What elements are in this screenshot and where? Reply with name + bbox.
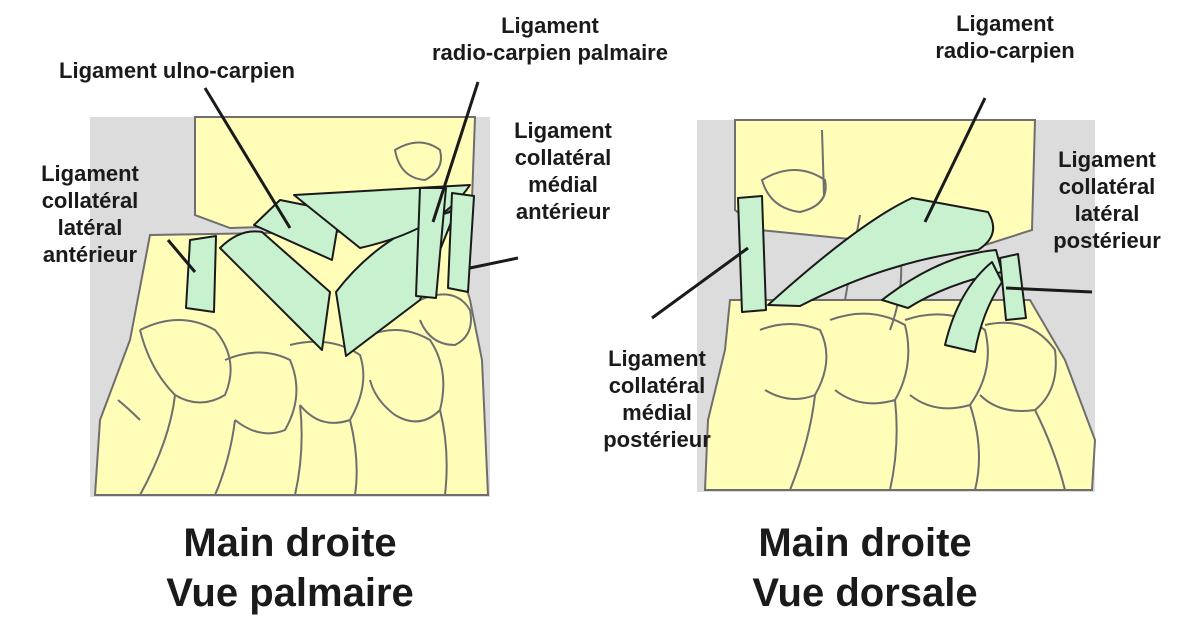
label-cmp-line1: Ligament [572,345,742,372]
label-radio-carpien-palmaire-line1: Ligament [380,12,720,39]
label-cla-line2: collatéral [10,187,170,214]
label-ulno-carpien-line: Ligament ulno-carpien [12,57,342,84]
label-radio-carpien: Ligament radio-carpien [905,10,1105,64]
caption-dorsal-line1: Main droite [685,518,1045,568]
label-collateral-medial-anterieur: Ligament collatéral médial antérieur [478,117,648,225]
label-collateral-lateral-posterieur: Ligament collatéral latéral postérieur [1025,146,1189,254]
palmar-wrist-illustration [90,82,518,497]
label-clp-line4: postérieur [1025,227,1189,254]
label-cla-line4: antérieur [10,241,170,268]
label-cmp-line4: postérieur [572,426,742,453]
ligament-collateral-lateral-anterieur-shape [186,236,216,312]
label-cla-line1: Ligament [10,160,170,187]
label-cma-line4: antérieur [478,198,648,225]
caption-palmar: Main droite Vue palmaire [110,518,470,618]
label-ulno-carpien: Ligament ulno-carpien [12,57,342,84]
label-cma-line3: médial [478,171,648,198]
label-radio-carpien-line1: Ligament [905,10,1105,37]
caption-palmar-line1: Main droite [110,518,470,568]
label-cma-line1: Ligament [478,117,648,144]
label-cmp-line2: collatéral [572,372,742,399]
label-collateral-lateral-anterieur: Ligament collatéral latéral antérieur [10,160,170,268]
caption-dorsal: Main droite Vue dorsale [685,518,1045,618]
label-cma-line2: collatéral [478,144,648,171]
label-cmp-line3: médial [572,399,742,426]
label-radio-carpien-line2: radio-carpien [905,37,1105,64]
label-clp-line3: latéral [1025,200,1189,227]
label-clp-line1: Ligament [1025,146,1189,173]
caption-palmar-line2: Vue palmaire [110,568,470,618]
label-collateral-medial-posterieur: Ligament collatéral médial postérieur [572,345,742,453]
label-clp-line2: collatéral [1025,173,1189,200]
label-radio-carpien-palmaire-line2: radio-carpien palmaire [380,39,720,66]
caption-dorsal-line2: Vue dorsale [685,568,1045,618]
label-radio-carpien-palmaire: Ligament radio-carpien palmaire [380,12,720,66]
label-cla-line3: latéral [10,214,170,241]
